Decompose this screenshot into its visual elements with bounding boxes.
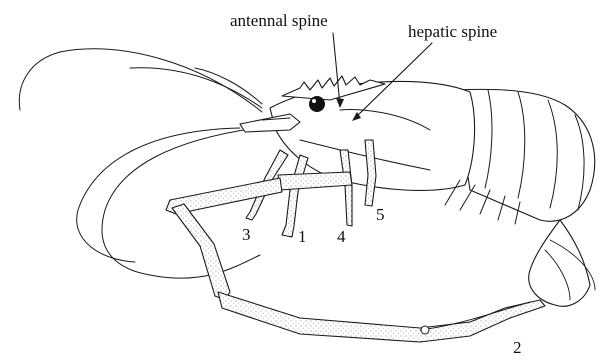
label-antennal-spine: antennal spine [230, 11, 328, 30]
label-leg-3: 3 [242, 225, 251, 244]
antennae [19, 49, 262, 278]
label-leg-4: 4 [337, 227, 346, 246]
label-leg-5: 5 [376, 205, 385, 224]
label-leg-1: 1 [298, 227, 307, 246]
leg-1 [282, 155, 308, 237]
abdomen [455, 89, 595, 306]
cheliped-leg-2 [166, 178, 545, 342]
label-hepatic-spine: hepatic spine [408, 22, 497, 41]
label-leg-2: 2 [513, 338, 522, 355]
eye [309, 96, 325, 112]
